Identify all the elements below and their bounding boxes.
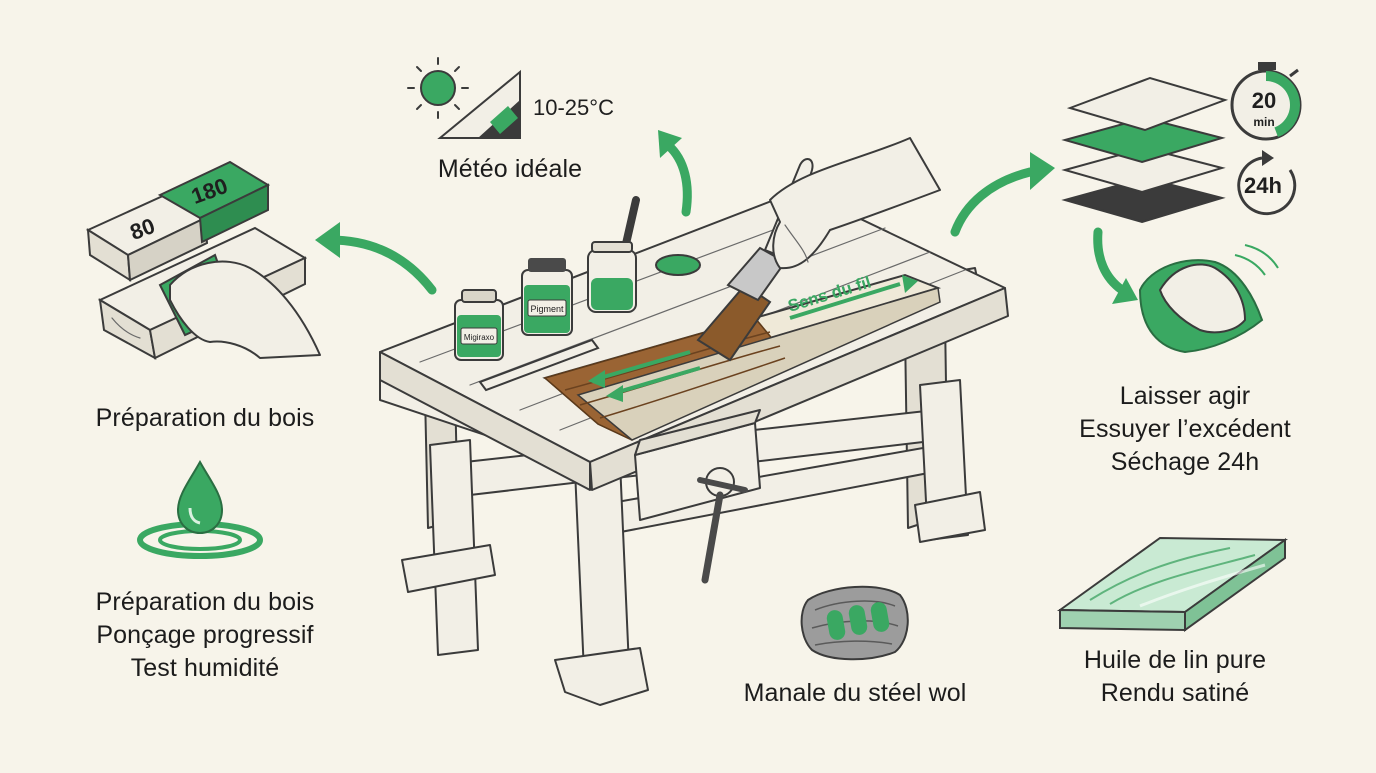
flow-arrow-to-weather (658, 130, 692, 217)
prep-step-2: Ponçage progressif (96, 621, 314, 649)
stopwatch-icon: 20 min (1230, 62, 1302, 141)
prep-top-label: Préparation du bois (95, 404, 315, 432)
wait-time-value: 20 (1252, 88, 1276, 113)
jar-icon (587, 196, 640, 313)
jar1-label: Migiraxo (464, 333, 495, 342)
jar2-label: Pigment (530, 304, 564, 314)
flow-arrow-to-cloth (1093, 227, 1138, 304)
thermometer-wedge-icon (437, 69, 521, 139)
prep-step-1: Préparation du bois (95, 588, 315, 616)
prep-steps-list: Préparation du bois Ponçage progressif T… (50, 586, 360, 685)
temperature-label: 10-25°C (533, 95, 614, 120)
steel-wool-icon (800, 585, 909, 661)
result-list: Huile de lin pure Rendu satiné (1040, 644, 1310, 710)
jar-icon: Migiraxo (454, 289, 504, 361)
finished-plank-icon (1056, 536, 1289, 632)
flow-arrow-to-prep (315, 222, 437, 295)
water-drop-icon (137, 459, 263, 559)
finish-layers-icon (1061, 76, 1229, 224)
jar-icon: Pigment (521, 258, 573, 336)
result-line-1: Huile de lin pure (1083, 646, 1267, 674)
board-with-sanding-hand (97, 226, 321, 360)
stir-stick (478, 338, 600, 392)
wait-time-unit: min (1253, 115, 1274, 129)
apply-step-3: Séchage 24h (1110, 448, 1260, 476)
apply-steps-list: Laisser agir Essuyer l’excédent Séchage … (1040, 380, 1330, 479)
jar-lid (655, 254, 701, 276)
refresh-arrow-icon: 24h (1237, 150, 1297, 216)
weather-title: Météo idéale (437, 155, 583, 183)
flow-arrow-to-layers (950, 152, 1055, 237)
sun-icon (407, 57, 469, 119)
dry-time-label: 24h (1244, 173, 1282, 198)
cloth-icon (1138, 244, 1279, 354)
apply-step-1: Laisser agir (1119, 382, 1251, 410)
result-line-2: Rendu satiné (1100, 679, 1250, 707)
apply-step-2: Essuyer l’excédent (1079, 415, 1291, 443)
steelwool-label: Manale du stéel wol (743, 679, 967, 707)
sandpaper-block-icon: 80 180 (85, 160, 271, 282)
hand-icon (169, 260, 321, 359)
prep-step-3: Test humidité (130, 654, 280, 682)
hand-icon (769, 137, 941, 270)
